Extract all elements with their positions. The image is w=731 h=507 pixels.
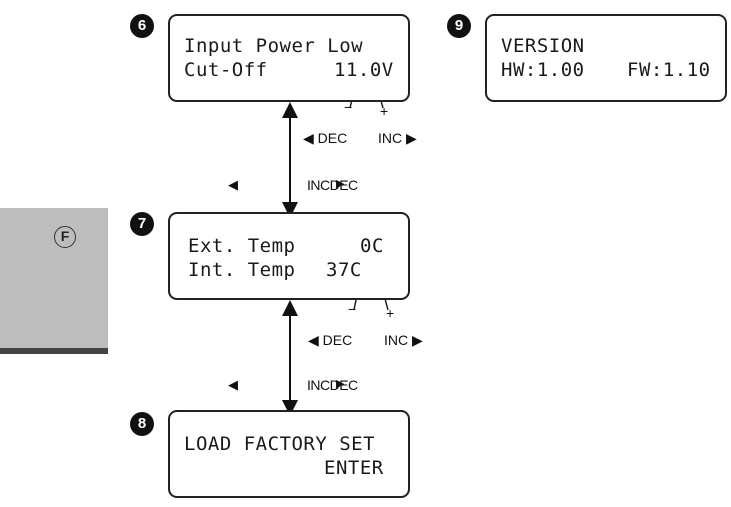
plus-sign-6: + (380, 103, 389, 119)
plus-sign-7: + (386, 305, 395, 321)
lcd-fw-version: FW:1.10 (627, 59, 711, 81)
step-badge-9: 9 (447, 14, 471, 38)
left-arrow-6-7: ◀ (228, 177, 238, 192)
tab-bottom-bar (0, 348, 108, 354)
lcd-line1: Input Power Low (184, 35, 364, 57)
inc-button-7[interactable]: INC ▶ (384, 332, 423, 348)
tab-letter-badge: F (54, 226, 76, 248)
side-tab: F (0, 208, 108, 354)
lcd-ext-temp-value: 0C (360, 235, 384, 257)
lcd-int-temp-label: Int. Temp (188, 259, 296, 281)
inc-button-6[interactable]: INC ▶ (378, 130, 417, 146)
minus-sign-7: − (348, 301, 357, 317)
step-badge-6: 6 (130, 14, 154, 38)
lcd-ext-temp-label: Ext. Temp (188, 235, 296, 257)
lcd-input-power-low: Input Power Low Cut-Off 11.0V (168, 14, 410, 102)
lcd-line1: LOAD FACTORY SET (184, 433, 376, 455)
dec-button-7[interactable]: ◀ DEC (308, 332, 353, 348)
lcd-hw-version: HW:1.00 (501, 59, 585, 81)
nav-incdec-7-8[interactable]: INCDEC (307, 377, 358, 393)
mid-arrow-6-7: ▶ (336, 178, 345, 190)
step-badge-8: 8 (130, 412, 154, 436)
nav-incdec-6-7[interactable]: INCDEC (307, 177, 358, 193)
lcd-version: VERSION HW:1.00 FW:1.10 (485, 14, 727, 102)
left-arrow-7-8: ◀ (228, 377, 238, 392)
lcd-load-factory-set: LOAD FACTORY SET ENTER (168, 410, 410, 498)
lcd-line1: VERSION (501, 35, 585, 57)
mid-arrow-7-8: ▶ (336, 378, 345, 390)
step-badge-7: 7 (130, 212, 154, 236)
lcd-temperature: Ext. Temp 0C Int. Temp 37C (168, 212, 410, 300)
lcd-line2-label: Cut-Off (184, 59, 268, 81)
lcd-voltage-value: 11.0V (334, 59, 394, 81)
lcd-enter-prompt: ENTER (324, 457, 384, 479)
lcd-int-temp-value: 37C (326, 259, 362, 281)
minus-sign-6: − (344, 99, 353, 115)
dec-button-6[interactable]: ◀ DEC (303, 130, 348, 146)
